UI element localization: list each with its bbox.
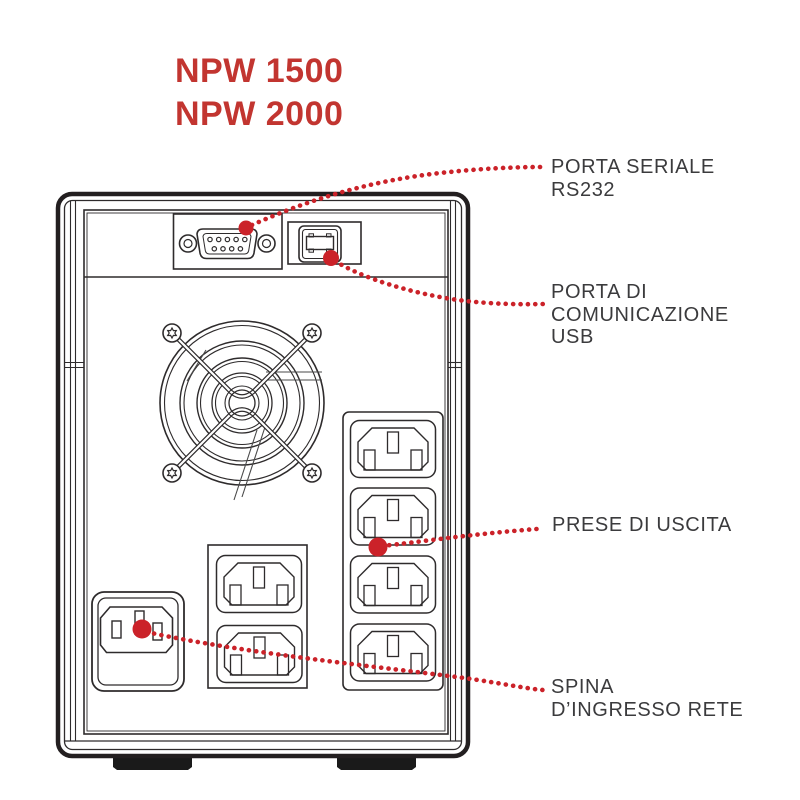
output-socket-column xyxy=(342,411,444,691)
fan-screw xyxy=(162,323,182,343)
fan-screw xyxy=(302,323,322,343)
foot-left xyxy=(113,757,192,770)
label-output-sockets: PRESE DI USCITA xyxy=(552,514,732,536)
leader-line-usb xyxy=(332,258,546,307)
label-input-plug: SPINA D’INGRESSO RETE xyxy=(551,676,744,721)
output-socket-pair xyxy=(207,544,308,689)
callout-dot-outputs xyxy=(368,537,388,557)
ups-case xyxy=(55,191,471,770)
leader-line-serial xyxy=(249,164,544,228)
foot-right xyxy=(337,757,416,770)
callout-dot-input xyxy=(132,619,152,639)
label-usb-port: PORTA DI COMUNICAZIONE USB xyxy=(551,281,729,348)
output-socket xyxy=(349,623,437,682)
leader-line-input xyxy=(144,629,546,693)
callout-dot-serial xyxy=(238,220,254,236)
usb-port xyxy=(287,221,362,265)
label-serial-port: PORTA SERIALE RS232 xyxy=(551,156,715,201)
db9-pins xyxy=(207,236,248,252)
output-socket xyxy=(349,419,437,479)
output-socket xyxy=(349,487,437,546)
product-title-line1: NPW 1500 xyxy=(175,52,344,90)
output-socket xyxy=(349,555,437,614)
product-title-line2: NPW 2000 xyxy=(175,95,344,133)
cooling-fan xyxy=(159,320,325,501)
fan-guard xyxy=(170,331,314,475)
product-title: NPW 1500 NPW 2000 xyxy=(175,50,343,136)
output-socket xyxy=(215,554,303,614)
leader-line-outputs xyxy=(379,526,546,549)
fan-screw xyxy=(162,463,182,483)
serial-port-db9 xyxy=(172,213,283,270)
callout-dot-usb xyxy=(323,250,339,266)
output-socket xyxy=(216,624,303,684)
fan-screw xyxy=(302,463,322,483)
